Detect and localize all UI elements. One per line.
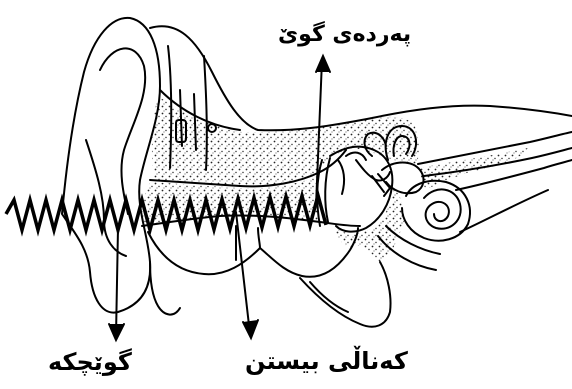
auricle-outline	[62, 18, 160, 313]
vestibule	[382, 163, 423, 194]
cochlea-spiral	[424, 189, 461, 228]
bone-stipple-texture	[141, 96, 528, 262]
nerve-lower-branch	[460, 190, 548, 232]
lower-bone-mass	[148, 228, 358, 277]
auricle-pointer-arrowhead	[109, 324, 124, 340]
styloid-process	[300, 262, 391, 327]
malleus	[338, 153, 366, 194]
label-eardrum: پەردەی گوێ	[278, 24, 411, 46]
canal-pointer-line	[236, 212, 250, 334]
mastoid-lower	[150, 262, 180, 315]
canal-pointer-arrowhead	[243, 320, 258, 338]
styloid-inner	[310, 282, 348, 312]
auricle-pointer-line	[116, 228, 118, 336]
label-auricle: گوێچکە	[48, 350, 132, 374]
eardrum-pointer-arrowhead	[316, 56, 330, 72]
label-ear-canal: کەناڵی بیستن	[245, 349, 408, 373]
antihelix	[86, 140, 126, 256]
